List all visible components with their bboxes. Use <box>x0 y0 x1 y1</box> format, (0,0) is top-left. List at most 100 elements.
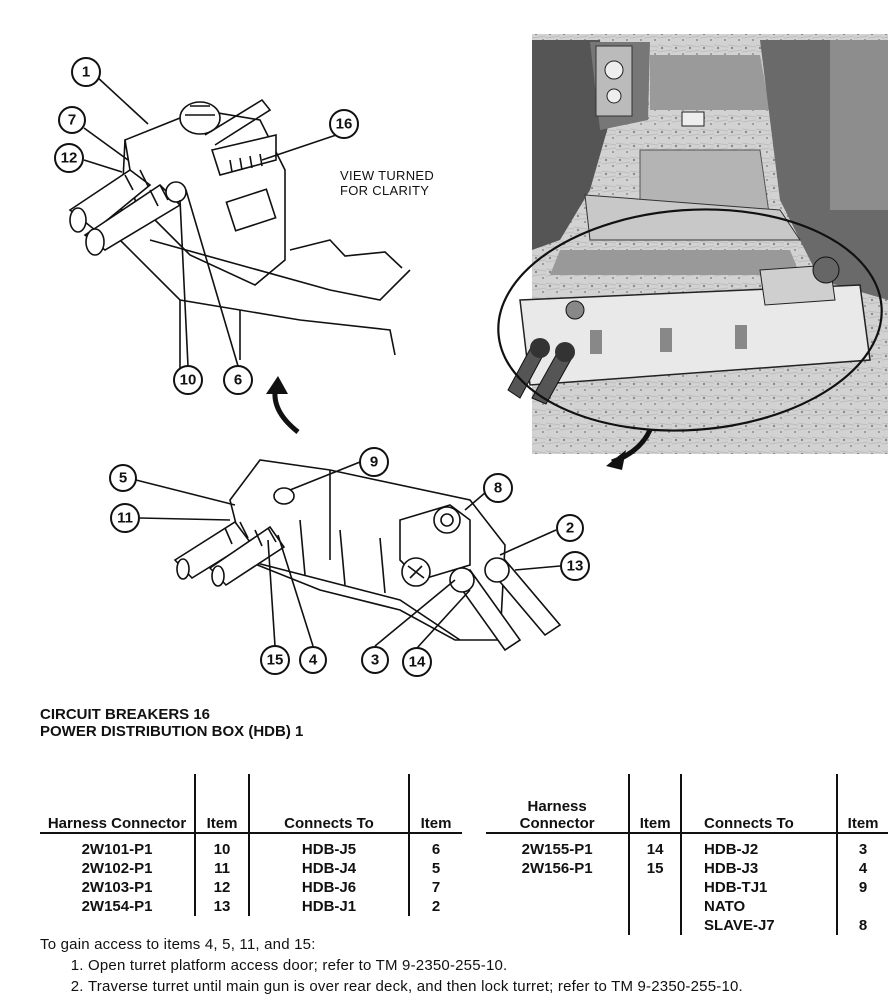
header-item-2: Item <box>836 774 888 834</box>
svg-text:1: 1 <box>82 64 90 81</box>
header-connects-to: Connects To <box>248 774 409 834</box>
svg-text:5: 5 <box>119 470 127 487</box>
svg-text:14: 14 <box>409 654 426 671</box>
table-row: 2W155-P1 14 HDB-J2 3 <box>486 833 888 859</box>
cell-item: 10 <box>194 833 249 859</box>
cell-connects-to: HDB-J5 <box>248 833 409 859</box>
svg-text:10: 10 <box>180 372 197 389</box>
cell-connects-to: HDB-J4 <box>248 859 409 878</box>
cell-connector <box>486 897 629 916</box>
callout-15: 15 <box>260 645 290 675</box>
view-note-line-1: VIEW TURNED <box>340 168 435 183</box>
cell-item: 11 <box>194 859 249 878</box>
cell-item: 15 <box>628 859 682 878</box>
cell-connects-to: NATO <box>680 897 838 916</box>
connector-table-right: Harness Connector Item Connects To Item … <box>486 774 888 935</box>
cell-item <box>628 878 682 897</box>
header-harness-connector: Harness Connector <box>486 774 630 834</box>
svg-text:2: 2 <box>566 520 574 537</box>
cell-connector: 2W156-P1 <box>521 860 593 877</box>
header-connects-to: Connects To <box>680 774 838 834</box>
view-turned-note: VIEW TURNED FOR CLARITY <box>340 168 434 198</box>
cell-item-2: 4 <box>836 859 888 878</box>
cell-item: 14 <box>628 833 682 859</box>
callout-5: 5 <box>109 464 137 492</box>
cell-item-2: 7 <box>408 878 462 897</box>
table-row: 2W103-P1 12 HDB-J6 7 <box>40 878 462 897</box>
cell-connector: 2W101-P1 <box>81 841 153 858</box>
svg-text:8: 8 <box>494 480 502 497</box>
cell-item: 12 <box>194 878 249 897</box>
cell-item <box>628 897 682 916</box>
instruction-steps: Open turret platform access door; refer … <box>40 955 743 997</box>
svg-text:11: 11 <box>117 510 133 527</box>
cell-connects-to: HDB-J1 <box>248 897 409 916</box>
callout-1: 1 <box>71 57 101 87</box>
instruction-step: Traverse turret until main gun is over r… <box>88 976 743 997</box>
callout-2: 2 <box>556 514 584 542</box>
svg-text:12: 12 <box>61 150 78 167</box>
table-row: SLAVE-J7 8 <box>486 916 888 935</box>
cell-item <box>628 916 682 935</box>
svg-text:16: 16 <box>336 116 353 133</box>
table-row: HDB-TJ1 9 <box>486 878 888 897</box>
highlight-ellipse <box>497 208 883 432</box>
leader-lines <box>83 75 561 649</box>
cell-connects-to: HDB-J6 <box>248 878 409 897</box>
cell-connects-to: HDB-J2 <box>680 833 838 859</box>
svg-text:4: 4 <box>309 652 318 669</box>
cell-item-2: 9 <box>836 878 888 897</box>
cell-connects-to: HDB-TJ1 <box>680 878 838 897</box>
callout-8: 8 <box>483 473 513 503</box>
svg-text:9: 9 <box>370 454 378 471</box>
vehicle-interior-photo <box>507 34 888 454</box>
table-row: 2W101-P1 10 HDB-J5 6 <box>40 833 462 859</box>
figure-captions: CIRCUIT BREAKERS 16 POWER DISTRIBUTION B… <box>40 706 303 740</box>
table-row: 2W102-P1 11 HDB-J4 5 <box>40 859 462 878</box>
table-header-row: Harness Connector Item Connects To Item <box>486 774 888 834</box>
cell-item-2: 8 <box>836 916 888 935</box>
svg-text:13: 13 <box>567 558 584 575</box>
technical-illustration: 1 7 12 16 10 6 5 11 9 8 2 13 15 4 3 14 <box>54 34 888 677</box>
cell-item: 13 <box>194 897 249 916</box>
cell-connector: 2W102-P1 <box>81 860 153 877</box>
cell-item-2 <box>836 897 888 916</box>
callout-6: 6 <box>223 365 253 395</box>
callout-9: 9 <box>359 447 389 477</box>
svg-text:7: 7 <box>68 112 76 129</box>
caption-power-distribution-box: POWER DISTRIBUTION BOX (HDB) 1 <box>40 723 304 740</box>
cell-connector: 2W155-P1 <box>521 841 593 858</box>
table-row: NATO <box>486 897 888 916</box>
header-harness-connector: Harness Connector <box>40 774 195 834</box>
svg-text:15: 15 <box>267 652 284 669</box>
cell-connector: 2W103-P1 <box>81 879 153 896</box>
cell-item-2: 6 <box>408 833 462 859</box>
instruction-step: Open turret platform access door; refer … <box>88 955 743 976</box>
callout-3: 3 <box>361 646 389 674</box>
callout-14: 14 <box>402 647 432 677</box>
cell-item-2: 2 <box>408 897 462 916</box>
header-item-2: Item <box>408 774 462 834</box>
caption-circuit-breakers: CIRCUIT BREAKERS 16 <box>40 706 211 723</box>
instructions-intro: To gain access to items 4, 5, 11, and 15… <box>40 936 316 953</box>
callout-13: 13 <box>560 551 590 581</box>
view-note-line-2: FOR CLARITY <box>340 183 430 198</box>
callout-4: 4 <box>299 646 327 674</box>
svg-text:3: 3 <box>371 652 379 669</box>
svg-text:6: 6 <box>234 372 242 389</box>
cell-connector: 2W154-P1 <box>81 898 153 915</box>
cell-connector <box>486 878 629 897</box>
callout-12: 12 <box>54 143 84 173</box>
table-row: 2W156-P1 15 HDB-J3 4 <box>486 859 888 878</box>
callout-16: 16 <box>329 109 359 139</box>
cell-item-2: 3 <box>836 833 888 859</box>
cell-connector <box>486 916 629 935</box>
cell-connects-to: SLAVE-J7 <box>680 916 838 935</box>
header-item: Item <box>194 774 249 834</box>
table-header-row: Harness Connector Item Connects To Item <box>40 774 462 834</box>
hdb-top-view <box>68 98 411 370</box>
cell-connects-to: HDB-J3 <box>680 859 838 878</box>
callout-7: 7 <box>58 106 86 134</box>
connector-table-left: Harness Connector Item Connects To Item … <box>40 774 462 916</box>
table-row: 2W154-P1 13 HDB-J1 2 <box>40 897 462 916</box>
